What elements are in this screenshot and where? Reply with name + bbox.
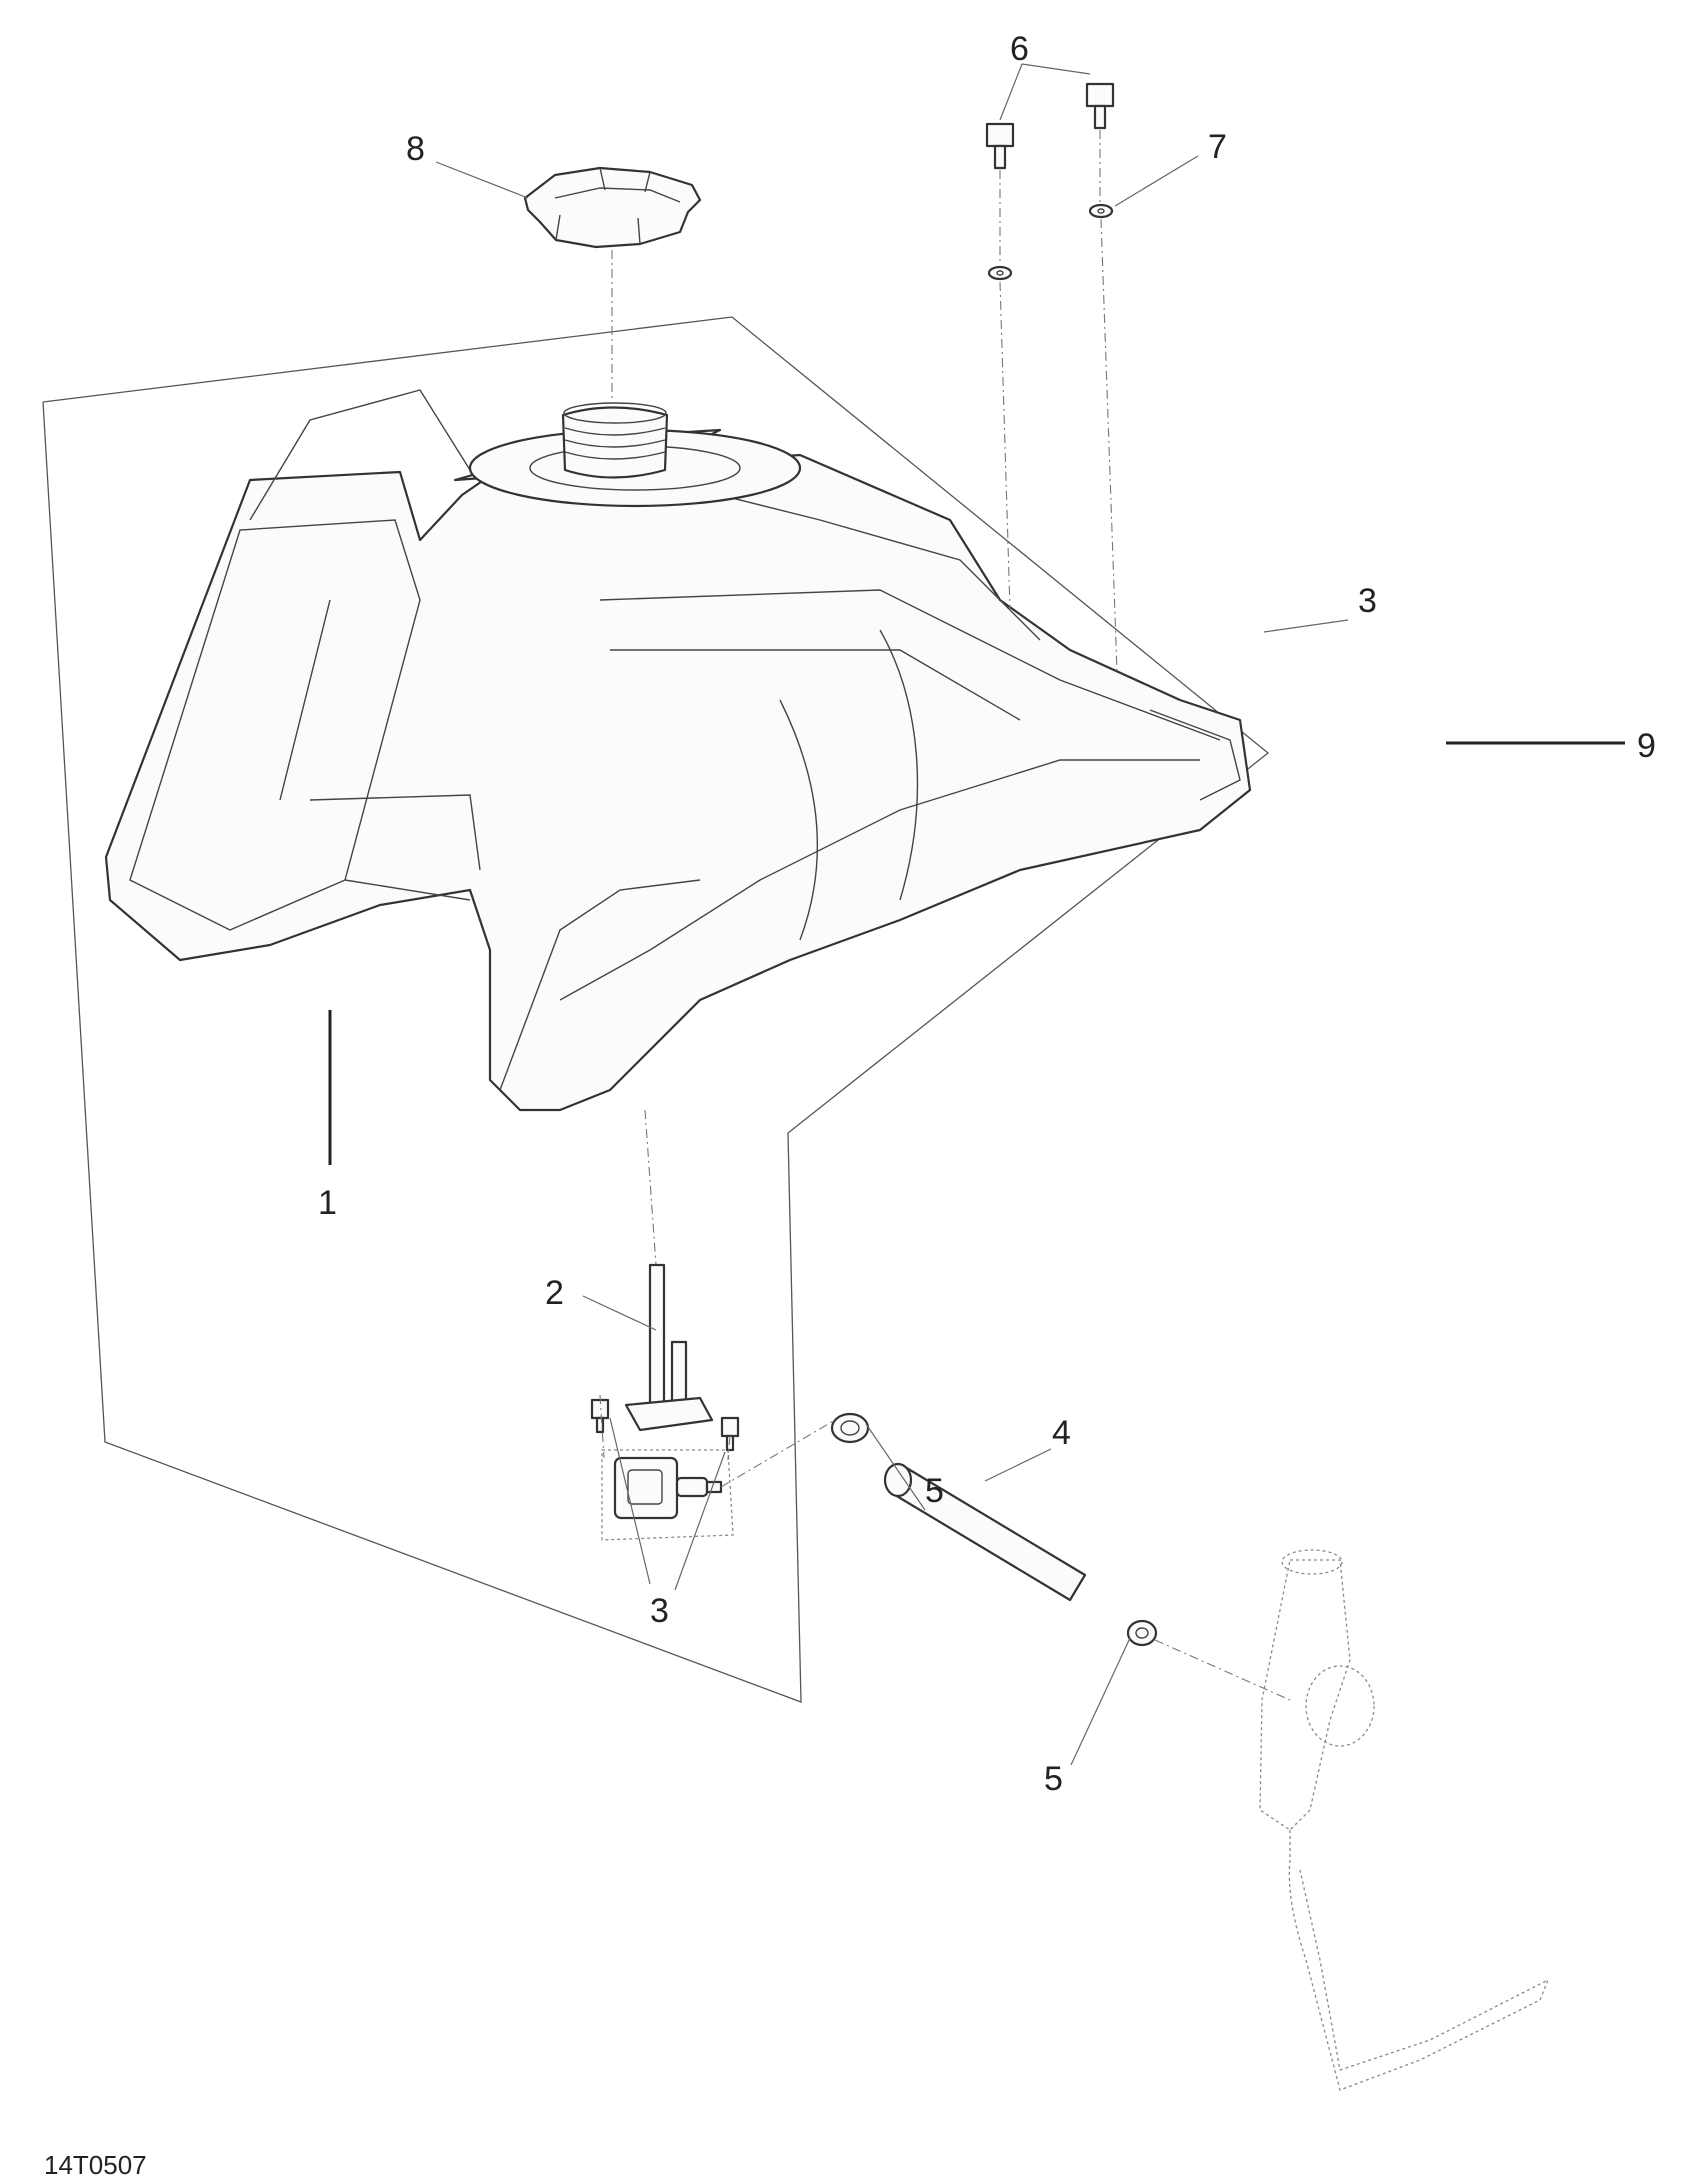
washer-left (987, 265, 1013, 281)
callout-fuel-cap: 8 (406, 130, 425, 168)
fuel-cap (523, 166, 702, 249)
callout-screw-valve: 3 (650, 1592, 669, 1630)
callout-washer: 7 (1208, 128, 1227, 166)
assembly-outline (42, 316, 1270, 1703)
fuel-valve (601, 1263, 734, 1541)
carburetor-reference (1259, 1549, 1550, 2091)
clamp-lower (1126, 1619, 1158, 1647)
callout-bolt: 6 (1010, 30, 1029, 68)
callout-clamp-lower: 5 (1044, 1760, 1063, 1798)
callout-fuel-valve: 2 (545, 1274, 564, 1312)
figure-code: 14T0507 (44, 2150, 147, 2180)
callout-screw-bracket: 3 (1358, 582, 1377, 620)
bolt-right (1085, 82, 1115, 130)
callout-clamp-upper: 5 (925, 1472, 944, 1510)
screw-right (720, 1416, 740, 1452)
callout-fuel-tank: 1 (318, 1184, 337, 1222)
screw-left (590, 1398, 610, 1434)
washer-right (1088, 203, 1114, 219)
clamp-upper (830, 1412, 870, 1444)
bolt-left (985, 122, 1015, 170)
fuel-hose (883, 1462, 1087, 1602)
callout-assembly: 9 (1637, 727, 1656, 765)
callout-fuel-hose: 4 (1052, 1414, 1071, 1452)
fuel-tank (104, 389, 1252, 1112)
leader-lines (328, 63, 1625, 1766)
